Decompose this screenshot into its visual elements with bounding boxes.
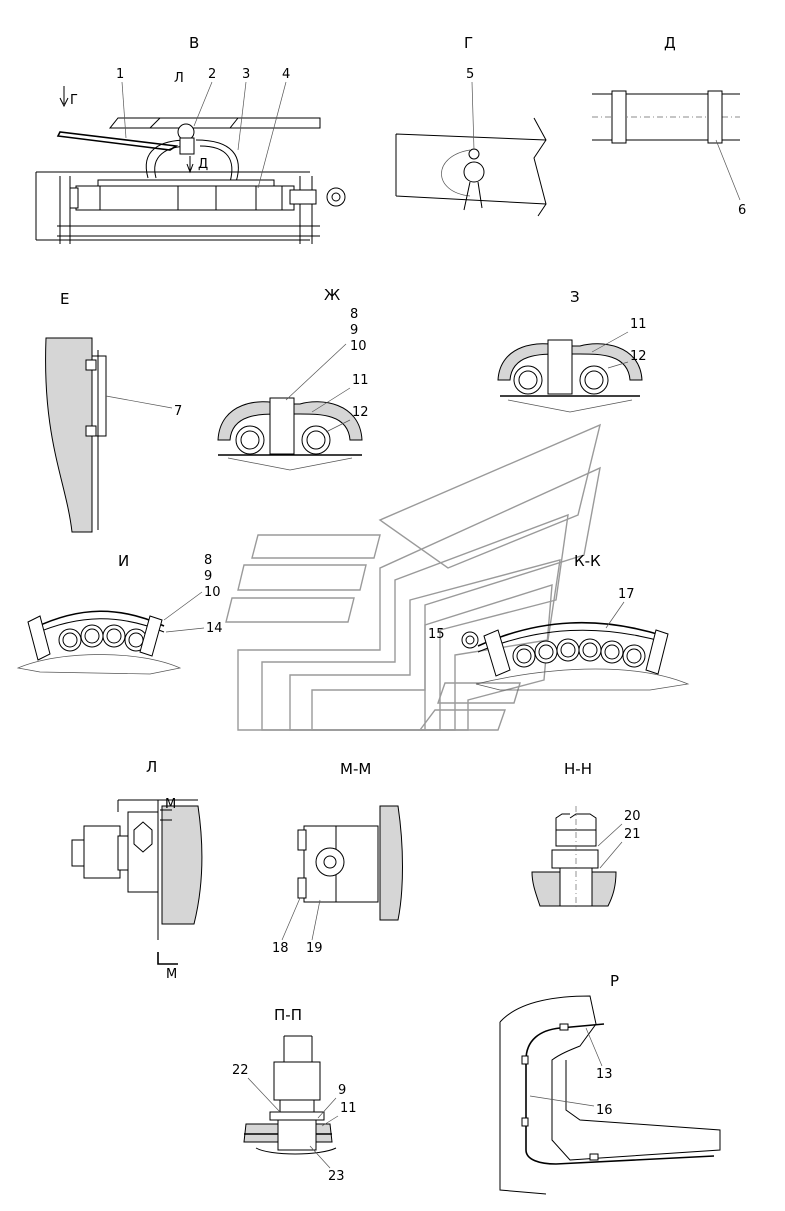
view-label-l: Л <box>146 758 157 776</box>
view-i: И 8 9 10 14 <box>16 552 223 675</box>
callout-13: 13 <box>596 1067 613 1082</box>
callout-20: 20 <box>624 809 641 824</box>
callout-9-zh: 9 <box>350 323 358 338</box>
callout-4: 4 <box>282 67 290 82</box>
callout-9-i: 9 <box>204 569 212 584</box>
callout-17: 17 <box>618 587 635 602</box>
callout-9-pp: 9 <box>338 1083 346 1098</box>
view-label-pp: П-П <box>274 1006 302 1024</box>
callout-12-z: 12 <box>630 349 647 364</box>
callout-22: 22 <box>232 1063 249 1078</box>
watermark-logo <box>225 423 602 731</box>
callout-21: 21 <box>624 827 641 842</box>
callout-8-i: 8 <box>204 553 212 568</box>
callout-6: 6 <box>738 203 746 218</box>
callout-11-zh: 11 <box>352 373 369 388</box>
callout-23: 23 <box>328 1169 345 1184</box>
view-v: В Г Л Д 1 2 3 4 <box>35 34 346 244</box>
view-label-nn: Н-Н <box>564 760 592 778</box>
callout-19: 19 <box>306 941 323 956</box>
mark-d: Д <box>198 157 208 172</box>
view-label-i: И <box>118 552 129 570</box>
callout-1: 1 <box>116 67 124 82</box>
view-zh: Ж 8 9 10 11 12 <box>217 286 369 471</box>
view-label-zh: Ж <box>324 286 340 304</box>
callout-10-i: 10 <box>204 585 221 600</box>
mark-m-top: М <box>165 797 176 812</box>
view-label-r: Р <box>610 972 619 990</box>
view-label-z: З <box>570 288 580 306</box>
callout-10-zh: 10 <box>350 339 367 354</box>
mark-m-bottom: М <box>166 967 177 982</box>
view-l: Л М М <box>71 758 203 982</box>
view-mm: М-М 18 19 <box>272 760 403 956</box>
callout-14: 14 <box>206 621 223 636</box>
view-pp: П-П 22 9 11 23 <box>232 1006 357 1184</box>
view-label-kk: К-К <box>574 552 601 570</box>
view-z: З 11 12 <box>497 288 647 413</box>
callout-16: 16 <box>596 1103 613 1118</box>
view-nn: Н-Н 20 21 <box>531 760 641 910</box>
view-label-d: Д <box>664 34 676 52</box>
view-kk: К-К 17 15 <box>428 552 690 691</box>
callout-11-pp: 11 <box>340 1101 357 1116</box>
view-g: Г 5 <box>395 34 547 217</box>
callout-12-zh: 12 <box>352 405 369 420</box>
view-d: Д 6 <box>592 34 746 218</box>
view-label-e: Е <box>60 290 69 308</box>
view-e: Е 7 <box>45 290 182 533</box>
mark-l: Л <box>174 71 184 86</box>
mark-g: Г <box>70 93 78 108</box>
view-label-mm: М-М <box>340 760 371 778</box>
callout-2: 2 <box>208 67 216 82</box>
callout-7: 7 <box>174 404 182 419</box>
view-label-v: В <box>189 34 199 52</box>
callout-11-z: 11 <box>630 317 647 332</box>
view-r: Р 13 16 <box>499 972 721 1195</box>
callout-15: 15 <box>428 627 445 642</box>
callout-5: 5 <box>466 67 474 82</box>
callout-3: 3 <box>242 67 250 82</box>
view-label-g: Г <box>464 34 473 52</box>
callout-18: 18 <box>272 941 289 956</box>
callout-8-zh: 8 <box>350 307 358 322</box>
